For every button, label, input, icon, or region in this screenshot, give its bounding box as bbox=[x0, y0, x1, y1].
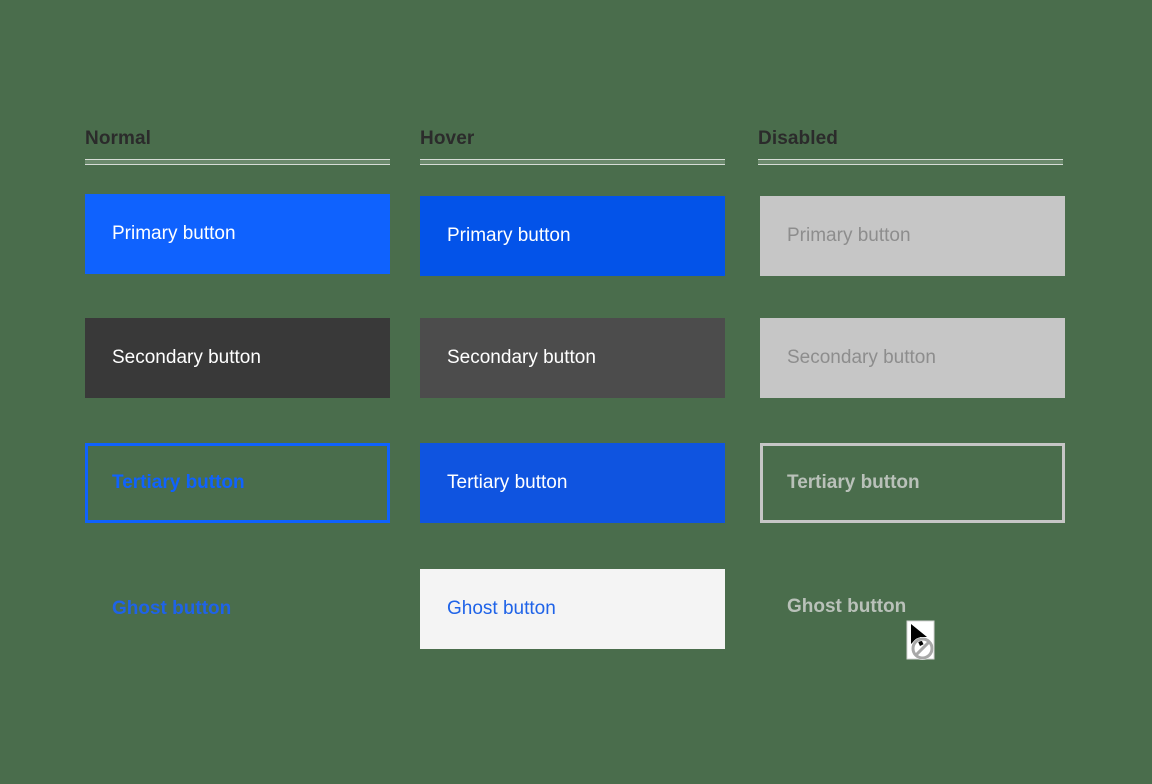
column-header-disabled-rule bbox=[758, 159, 1063, 165]
column-header-disabled: Disabled bbox=[758, 128, 1063, 165]
secondary-button-hover-label: Secondary button bbox=[447, 347, 596, 368]
column-header-normal: Normal bbox=[85, 128, 390, 165]
column-header-disabled-label: Disabled bbox=[758, 128, 838, 149]
column-header-hover-rule bbox=[420, 159, 725, 165]
primary-button-hover-label: Primary button bbox=[447, 225, 571, 246]
ghost-button-hover[interactable]: Ghost button bbox=[420, 569, 725, 649]
column-header-normal-rule bbox=[85, 159, 390, 165]
column-header-hover: Hover bbox=[420, 128, 725, 165]
tertiary-button-hover[interactable]: Tertiary button bbox=[420, 443, 725, 523]
secondary-button-disabled: Secondary button bbox=[760, 318, 1065, 398]
secondary-button-hover[interactable]: Secondary button bbox=[420, 318, 725, 398]
tertiary-button-disabled-label: Tertiary button bbox=[787, 472, 920, 493]
ghost-button-disabled: Ghost button bbox=[760, 567, 1065, 647]
ghost-button-hover-label: Ghost button bbox=[447, 598, 556, 619]
primary-button-hover[interactable]: Primary button bbox=[420, 196, 725, 276]
primary-button-disabled: Primary button bbox=[760, 196, 1065, 276]
secondary-button-normal-label: Secondary button bbox=[112, 347, 261, 368]
column-header-hover-label: Hover bbox=[420, 128, 475, 149]
tertiary-button-disabled: Tertiary button bbox=[760, 443, 1065, 523]
secondary-button-normal[interactable]: Secondary button bbox=[85, 318, 390, 398]
column-header-normal-label: Normal bbox=[85, 128, 152, 149]
secondary-button-disabled-label: Secondary button bbox=[787, 347, 936, 368]
ghost-button-disabled-label: Ghost button bbox=[787, 596, 907, 617]
primary-button-normal[interactable]: Primary button bbox=[85, 194, 390, 274]
primary-button-disabled-label: Primary button bbox=[787, 225, 911, 246]
tertiary-button-hover-label: Tertiary button bbox=[447, 472, 568, 493]
primary-button-normal-label: Primary button bbox=[112, 223, 236, 244]
ghost-button-normal-label: Ghost button bbox=[112, 598, 232, 619]
tertiary-button-normal-label: Tertiary button bbox=[112, 472, 245, 493]
tertiary-button-normal[interactable]: Tertiary button bbox=[85, 443, 390, 523]
ghost-button-normal[interactable]: Ghost button bbox=[85, 569, 390, 649]
